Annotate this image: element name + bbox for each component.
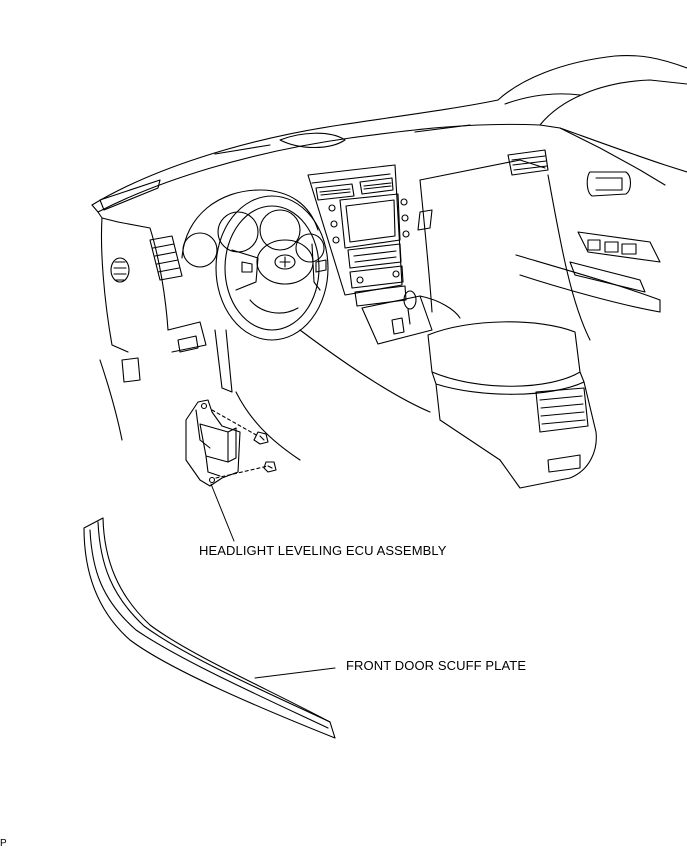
steering-wheel [214, 195, 329, 393]
scuff-plate-label: FRONT DOOR SCUFF PLATE [346, 658, 527, 673]
windshield-outline [497, 55, 687, 126]
left-dash-panel [99, 217, 207, 441]
center-stack [307, 164, 410, 307]
reference-code: P [0, 838, 7, 849]
floor-outline [235, 329, 431, 461]
door-panel [515, 127, 687, 341]
dashboard-top [91, 99, 666, 223]
scuff-plate [83, 517, 336, 739]
center-console-box [427, 321, 597, 489]
passenger-dash [417, 149, 549, 313]
ecu-assembly [185, 399, 277, 542]
instrument-cluster [181, 189, 325, 268]
ecu-assembly-label: HEADLIGHT LEVELING ECU ASSEMBLY [199, 543, 447, 558]
gear-shift [361, 290, 461, 345]
